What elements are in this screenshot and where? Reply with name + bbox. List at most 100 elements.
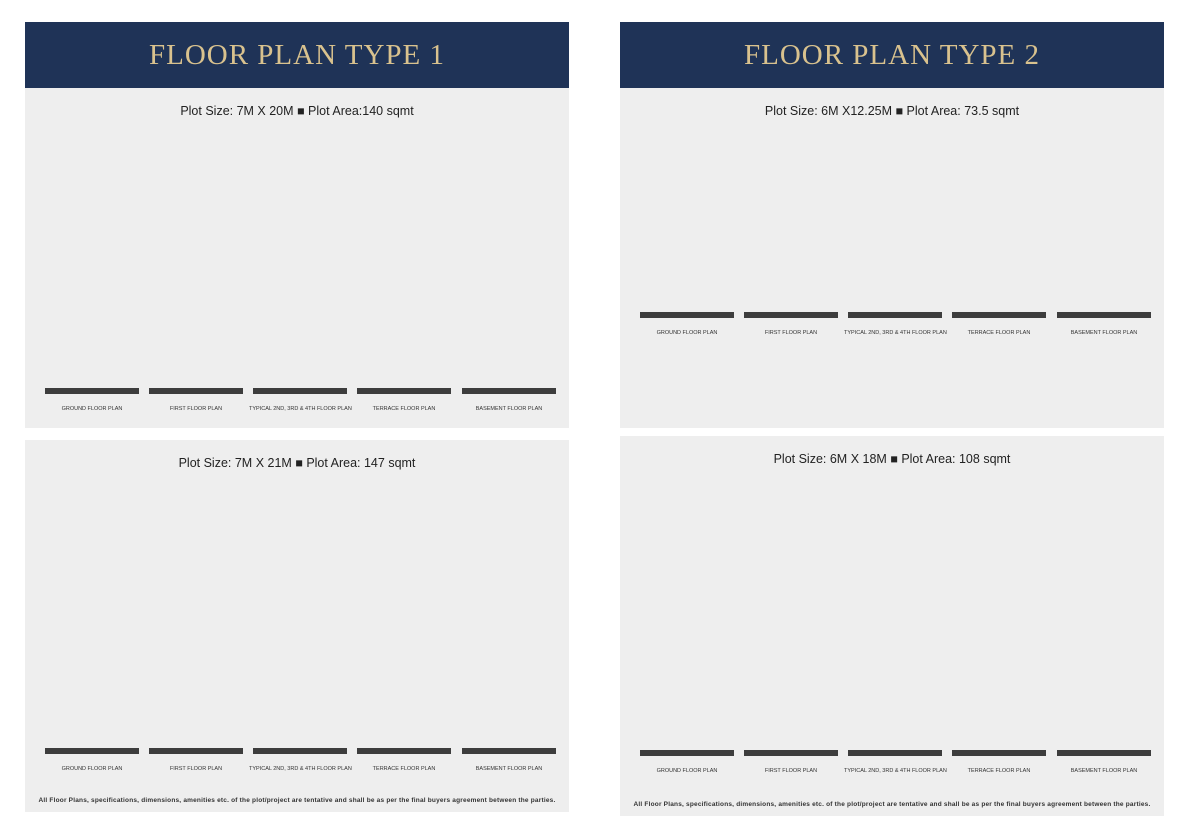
room-label: TERRACE (393, 748, 415, 754)
staircase (85, 751, 126, 753)
pillar (462, 748, 468, 753)
room-label: BASEMENT (1091, 312, 1117, 318)
lift (855, 315, 876, 317)
plan-outline: OFFICE (253, 748, 347, 754)
room-label: SHOP (189, 748, 203, 754)
service-core (851, 753, 939, 756)
room-label: SHOP (85, 748, 99, 754)
service-core (747, 315, 835, 318)
service-core (152, 751, 240, 754)
rear-corridor (747, 752, 835, 753)
plan-outline: SHOP (149, 388, 243, 394)
floor-label: TERRACE FLOOR PLAN (372, 406, 436, 412)
floor-plan-terrace: TERRACE TERRACE FLOOR PLAN (357, 134, 451, 416)
service-core (152, 391, 240, 394)
pillar (728, 312, 734, 317)
floor-label: TYPICAL 2ND, 3RD & 4TH FLOOR PLAN (249, 406, 352, 412)
pillar (1145, 750, 1151, 755)
front-corridor: 1040 MM WIDE CORRIDOR (643, 315, 731, 316)
plan-outline: OFFICE (253, 388, 347, 394)
panel-type2-a: Plot Size: 6M X12.25M ■ Plot Area: 73.5 … (620, 88, 1164, 428)
toilet (156, 391, 174, 393)
service-core (256, 391, 344, 394)
pillar (253, 388, 259, 393)
plot-title: Plot Size: 6M X 18M ■ Plot Area: 108 sqm… (773, 452, 1011, 466)
room-label: SHOP (85, 388, 99, 394)
floor-label: FIRST FLOOR PLAN (169, 406, 223, 412)
toilet (364, 751, 382, 753)
pillar (462, 388, 468, 393)
service-core (643, 753, 731, 756)
lift (959, 315, 980, 317)
service-core (851, 315, 939, 318)
toilet (751, 753, 769, 755)
plan-outline: TERRACE (357, 748, 451, 754)
service-core (360, 751, 448, 754)
service-core (48, 751, 136, 754)
pillar (550, 388, 556, 393)
disclaimer: All Floor Plans, specifications, dimensi… (633, 801, 1151, 808)
toilet (52, 751, 70, 753)
lift (751, 315, 772, 317)
floor-label: FIRST FLOOR PLAN (169, 766, 223, 772)
room-label: SHOP (784, 312, 798, 318)
pillar (952, 312, 958, 317)
toilet (959, 753, 977, 755)
pillar (1040, 750, 1046, 755)
pillar (149, 748, 155, 753)
staircase (293, 391, 334, 393)
plan-outline: OFFICE (848, 312, 942, 318)
front-corridor: 1040 MM WIDE CORRIDOR (643, 753, 731, 754)
pillar (744, 750, 750, 755)
staircase (992, 753, 1033, 755)
service-core (360, 391, 448, 394)
pillar (133, 388, 139, 393)
toilet (260, 391, 278, 393)
plan-outline: OFFICE (848, 750, 942, 756)
toilet (855, 315, 873, 317)
pillar (341, 388, 347, 393)
room-label: SHOP (189, 388, 203, 394)
rear-corridor (48, 750, 136, 751)
lift (52, 391, 73, 393)
front-corridor: 1040 MM WIDE CORRIDOR (48, 391, 136, 392)
lift (855, 753, 876, 755)
lift (364, 391, 385, 393)
toilet (260, 751, 278, 753)
staircase (680, 753, 721, 755)
service-core (747, 753, 835, 756)
pillar (952, 750, 958, 755)
pillar (848, 750, 854, 755)
pillar (936, 312, 942, 317)
disclaimer: All Floor Plans, specifications, dimensi… (38, 797, 556, 804)
pillar (1057, 750, 1063, 755)
pillar (832, 312, 838, 317)
service-core (256, 751, 344, 754)
staircase (888, 753, 929, 755)
room-label: SHOP (784, 750, 798, 756)
staircase (189, 391, 230, 393)
lift (647, 315, 668, 317)
room-label: BASEMENT (496, 748, 522, 754)
toilet (751, 315, 769, 317)
room-label: TERRACE (988, 312, 1010, 318)
plan-outline: TERRACE (357, 388, 451, 394)
floor-label: GROUND FLOOR PLAN (61, 766, 123, 772)
toilet (855, 753, 873, 755)
rear-corridor (48, 390, 136, 391)
header-floor-plan-type-1: FLOOR PLAN TYPE 1 (25, 22, 569, 88)
floor-label: BASEMENT FLOOR PLAN (1070, 768, 1138, 774)
rear-corridor (152, 750, 240, 751)
pillar (550, 748, 556, 753)
